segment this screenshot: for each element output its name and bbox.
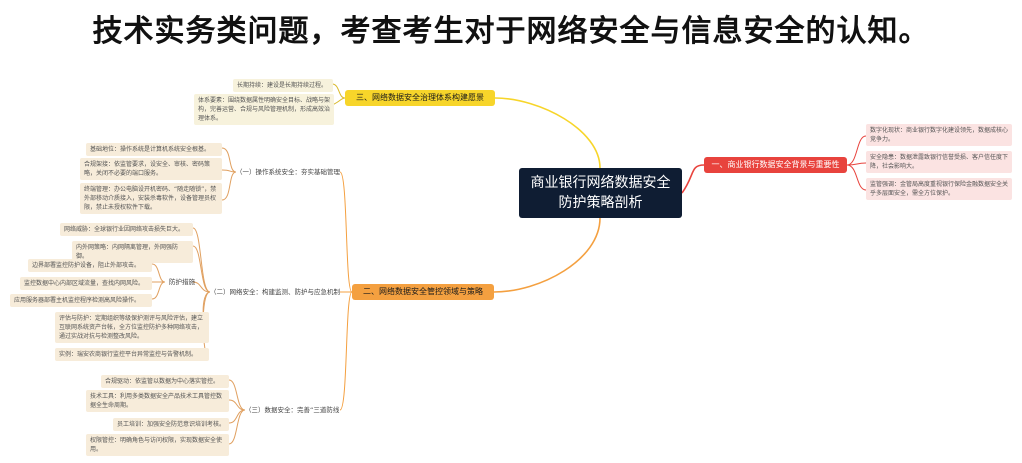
branch1-leaf[interactable]: 安全隐患：数据泄露致银行信誉受损、客户信任度下降，社会影响大。 [866, 151, 1012, 173]
sub-data-security[interactable]: （三）数据安全：完善“三道防线” [245, 406, 340, 414]
center-line2: 防护策略剖析 [558, 195, 643, 211]
page-heading: 技术实务类问题，考查考生对于网络安全与信息安全的认知。 [92, 14, 930, 49]
system-leaf[interactable]: 基础地位：操作系统是计算机系统安全根基。 [86, 143, 222, 156]
system-leaf[interactable]: 合规架接：依监管要求，设安全、审核、密码策略，关闭不必要的端口服务。 [80, 158, 222, 180]
network-leaf[interactable]: 内外网策略：内网隔离管理，外网强防御。 [72, 241, 193, 263]
sub-network-security[interactable]: （二）网络安全：构建监测、防护与应急机制 [210, 288, 340, 296]
branch3-node[interactable]: 三、网络数据安全治理体系构建愿景 [345, 90, 495, 106]
network-leaf[interactable]: 评估与防护：定期组织等级保护测评与风险评估，建立互联网系统资产台帐，全方位监控防… [55, 312, 209, 343]
sub-defense-measures[interactable]: 防护措施 [169, 278, 195, 286]
center-line1: 商业银行网络数据安全 [530, 175, 671, 191]
network-leaf[interactable]: 实例：瑞安农商银行监控平台异常监控与告警机制。 [55, 348, 209, 361]
defense-leaf[interactable]: 边界部署监控防护设备，阻止外部攻击。 [28, 259, 152, 272]
link-branch3 [494, 97, 601, 169]
data-leaf[interactable]: 技术工具：利用多类数据安全产品技术工具管控数据全生命周期。 [86, 390, 229, 412]
defense-leaf[interactable]: 应用服务器部署主机监控程序检测高风险操作。 [10, 294, 152, 307]
branch3-leaf[interactable]: 体系要素：围绕数据属性明确安全目标、战略与架构，完善运营、合规与风险管理机制，形… [194, 94, 334, 125]
defense-leaf[interactable]: 监控数据中心内部区域流量，查找内网风险。 [20, 277, 152, 290]
center-topic[interactable]: 商业银行网络数据安全 防护策略剖析 [519, 168, 682, 218]
link-branch2 [493, 217, 601, 293]
branch1-leaf[interactable]: 数字化现状：商业银行数字化建设领先，数据成核心竞争力。 [866, 124, 1012, 146]
branch2-node[interactable]: 二、网络数据安全管控领域与策略 [352, 284, 494, 300]
data-leaf[interactable]: 合规驱动：依监管以数据为中心落实管控。 [101, 375, 229, 388]
data-leaf[interactable]: 员工培训：加强安全防范意识培训考核。 [113, 418, 229, 431]
branch3-leaf[interactable]: 长期持续：建设是长期持续过程。 [233, 79, 333, 92]
sub-system-security[interactable]: （一）操作系统安全：夯实基础管理 [236, 168, 340, 176]
network-leaf[interactable]: 网络威胁：全球银行业因网络攻击损失巨大。 [60, 223, 193, 236]
data-leaf[interactable]: 权限管控：明确角色与访问权限，实现数据安全使用。 [86, 434, 229, 456]
branch1-leaf[interactable]: 监管强调：金管局高度重视银行保险金融数据安全关乎多层面安全，需全方位保护。 [866, 178, 1012, 200]
branch1-node[interactable]: 一、商业银行数据安全背景与重要性 [704, 157, 847, 173]
link-branch1 [681, 164, 705, 194]
system-leaf[interactable]: 终端管理：办公电脑设开机密码、“随走随锁”，禁外部移动介质接入，安装杀毒软件，设… [80, 183, 222, 214]
